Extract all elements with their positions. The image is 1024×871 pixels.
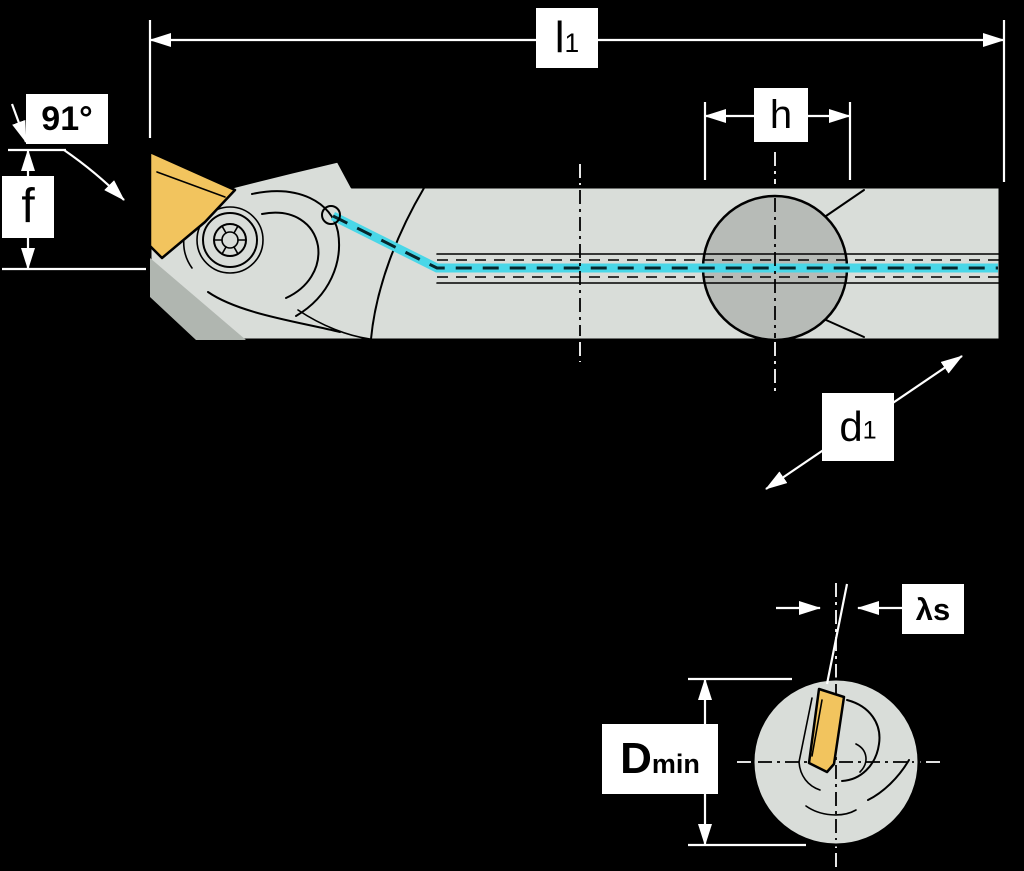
side-view (148, 150, 1002, 392)
dim-label-d-min-text: D (620, 734, 652, 783)
dim-label-h: h (754, 88, 808, 142)
dim-label-l1-sub: 1 (564, 27, 580, 58)
tool-body (148, 150, 1002, 342)
dim-label-d-min-sub: min (651, 748, 700, 779)
dim-label-f: f (2, 176, 54, 238)
dimension-angle-91 (10, 103, 125, 201)
dim-label-angle-91-text: 91° (41, 100, 93, 138)
dim-label-angle-91: 91° (26, 94, 108, 144)
center-marks (579, 152, 776, 392)
coolant-outlet (321, 205, 341, 225)
end-view (737, 583, 944, 871)
clamp-outline (251, 190, 340, 317)
end-view-details (798, 697, 910, 816)
lambda-s-reference-line (825, 583, 849, 685)
chamfer-shade (150, 258, 246, 340)
end-view-insert (807, 687, 846, 774)
dim-label-d1-text: d (839, 403, 863, 450)
coolant-channel (321, 205, 1001, 284)
dim-label-f-text: f (21, 180, 35, 233)
cutting-insert (148, 150, 237, 260)
dim-label-lambda-s-text: λs (915, 591, 951, 627)
dim-label-lambda-s: λs (902, 584, 964, 634)
end-view-body (751, 677, 921, 847)
shank-transition (370, 187, 425, 340)
dim-label-l1-text: l (554, 13, 565, 62)
dim-label-h-text: h (769, 93, 793, 137)
dim-label-d1-sub: 1 (862, 416, 877, 445)
